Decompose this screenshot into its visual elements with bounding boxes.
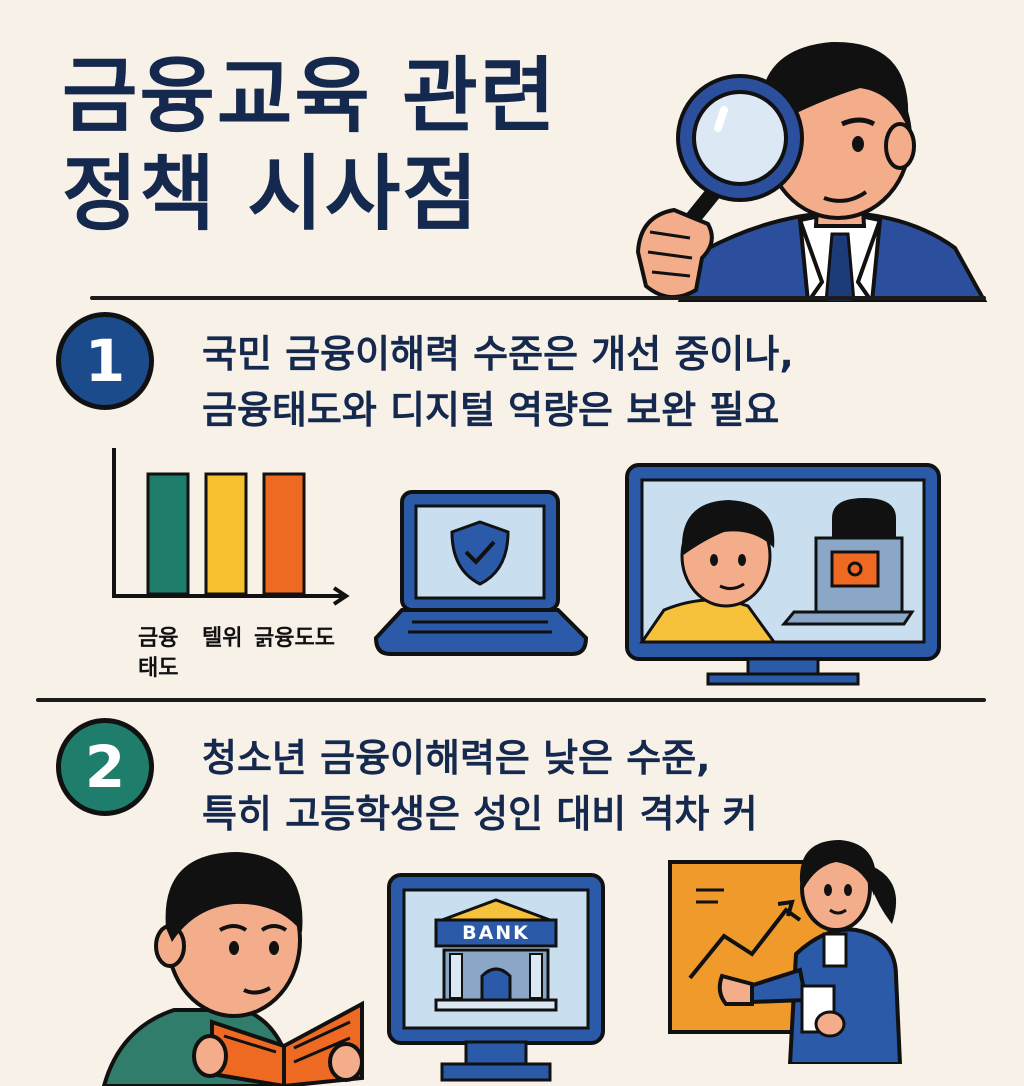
shield-check-icon <box>450 520 510 586</box>
section-1-heading: 국민 금융이해력 수준은 개선 중이나, 금융태도와 디지털 역량은 보완 필요 <box>202 326 794 438</box>
section-2-line-2: 특히 고등학생은 성인 대비 격차 커 <box>202 792 758 836</box>
section-1-line-1: 국민 금융이해력 수준은 개선 중이나, <box>202 332 794 376</box>
magnifier-icon <box>676 74 804 202</box>
presenter-chart-illustration <box>668 840 903 1064</box>
laptop-shield-illustration <box>373 490 589 656</box>
chart-label-2: 텔위 <box>202 626 243 651</box>
section-2-heading: 청소년 금융이해력은 낮은 수준, 특히 고등학생은 성인 대비 격차 커 <box>202 730 758 842</box>
man-with-magnifier-illustration <box>635 41 988 302</box>
chart-label-1-line-2: 태도 <box>138 656 179 681</box>
bar-chart-illustration <box>112 448 350 606</box>
section-2-number: 2 <box>84 733 126 801</box>
chart-bar-3 <box>262 472 306 596</box>
divider-top <box>90 296 986 300</box>
title-line-1: 금융교육 관련 <box>62 49 558 144</box>
monitor-bank-illustration <box>387 873 605 1082</box>
monitor-video-call-illustration <box>625 463 941 686</box>
chart-bar-1 <box>146 472 190 596</box>
section-1-line-2: 금융태도와 디지털 역량은 보완 필요 <box>202 388 780 432</box>
section-2-badge: 2 <box>56 718 154 816</box>
chart-label-3: 긁융도도 <box>254 626 335 651</box>
rising-chart-icon <box>688 899 802 980</box>
section-2-line-1: 청소년 금융이해력은 낮은 수준, <box>202 736 711 780</box>
student-reading-illustration <box>101 852 364 1086</box>
chart-bar-2 <box>204 472 248 596</box>
section-1-badge: 1 <box>56 312 154 410</box>
page-title: 금융교육 관련 정책 시사점 <box>62 48 557 244</box>
chart-label-1: 금융 <box>138 626 179 651</box>
title-line-2: 정책 시사점 <box>62 147 480 242</box>
bank-icon <box>434 898 558 1012</box>
section-1-number: 1 <box>84 327 126 395</box>
divider-middle <box>36 698 986 702</box>
bank-sign: BANK <box>462 922 530 944</box>
